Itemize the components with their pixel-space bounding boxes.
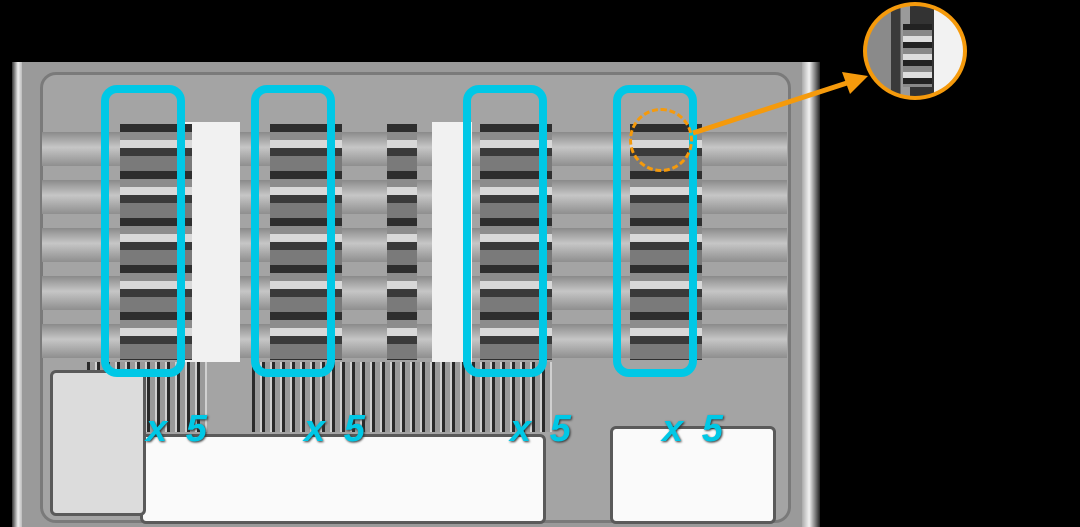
bond-pad: [50, 370, 146, 516]
count-label-3: x 5: [510, 408, 575, 450]
die-edge-right: [802, 62, 820, 527]
count-label-2: x 5: [304, 408, 369, 450]
highlight-box-3: [463, 85, 547, 377]
highlight-box-1: [101, 85, 185, 377]
magnified-callout-circle: [863, 2, 967, 100]
cell-column: [387, 124, 417, 360]
highlight-box-2: [251, 85, 335, 377]
bond-pad: [140, 434, 546, 524]
count-label-4: x 5: [662, 408, 727, 450]
highlight-box-4: [613, 85, 697, 377]
bond-pad: [610, 426, 776, 524]
source-region-circle: [629, 108, 693, 172]
die-edge-left: [12, 62, 22, 527]
count-label-1: x 5: [146, 408, 211, 450]
